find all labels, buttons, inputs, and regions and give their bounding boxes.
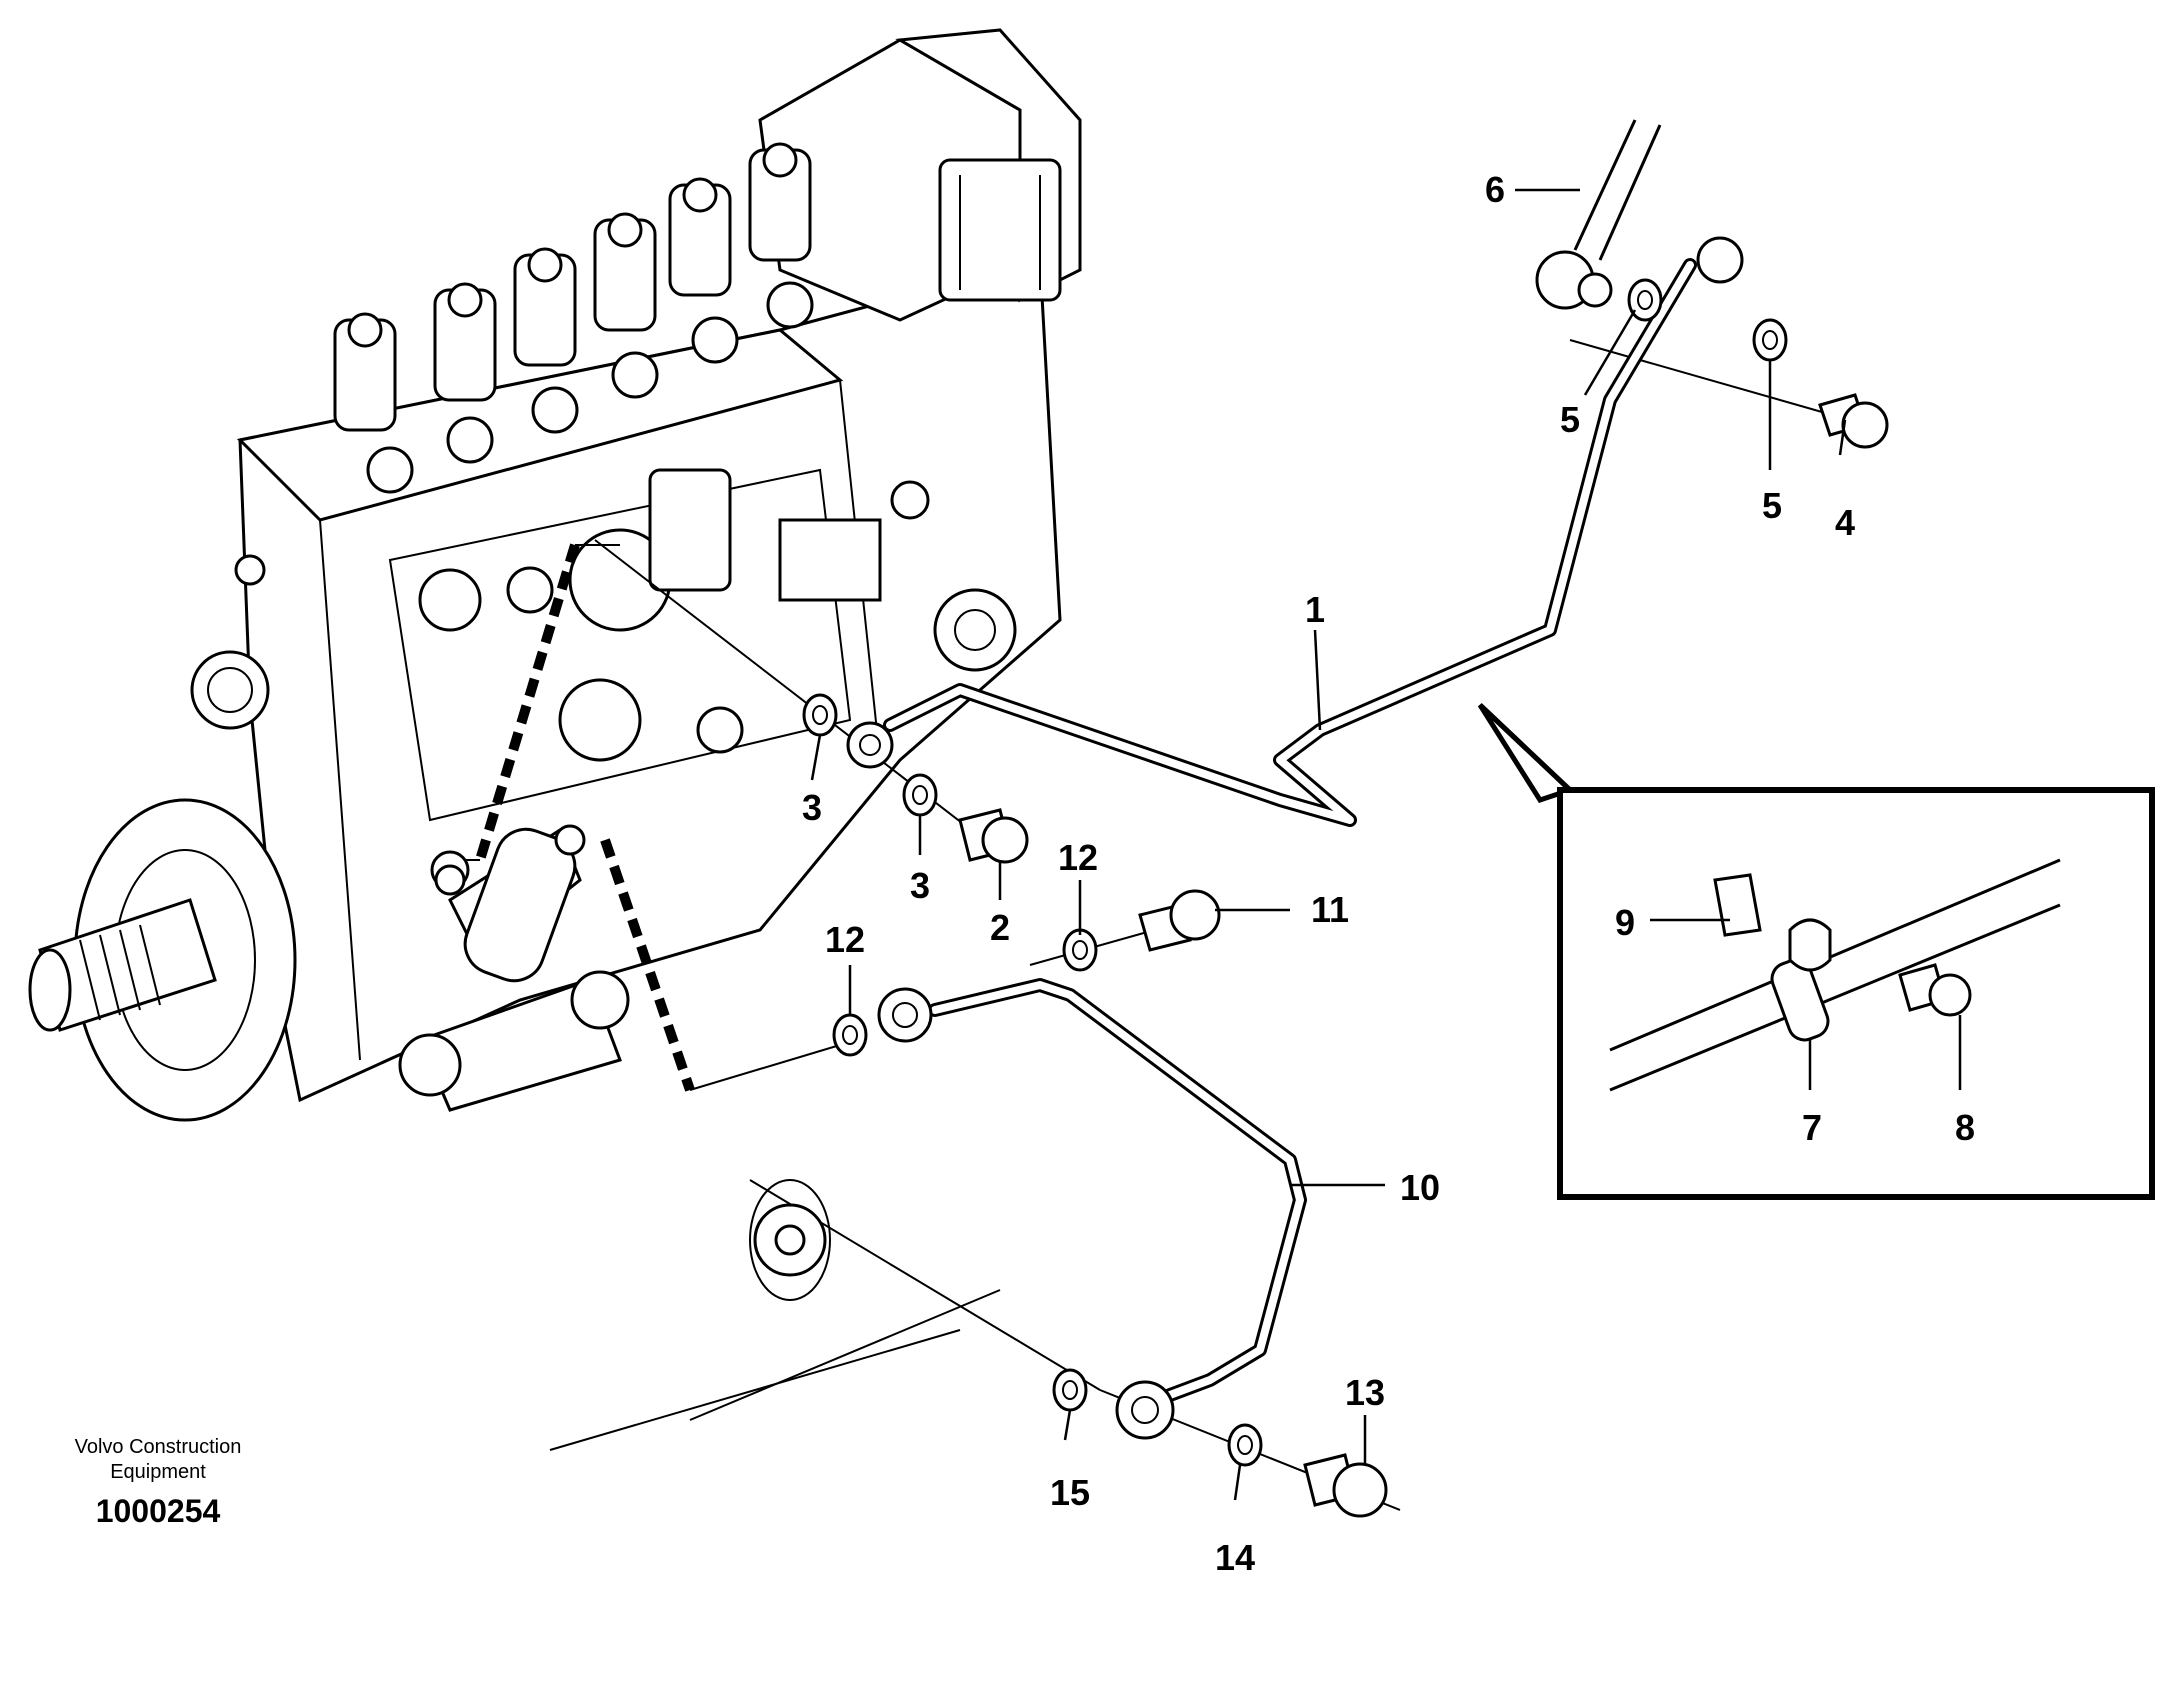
fuel-pipe-6 xyxy=(1535,119,1662,310)
routing-dash-lower xyxy=(600,838,695,1092)
brand-line-1: Volvo Construction xyxy=(75,1436,242,1458)
footer: Volvo Construction Equipment 1000254 xyxy=(75,1436,242,1529)
callout-3-upper: 3 xyxy=(802,787,822,828)
callout-14: 14 xyxy=(1215,1537,1255,1578)
callout-8: 8 xyxy=(1955,1107,1975,1148)
fuel-pipe-10 xyxy=(877,978,1307,1440)
callout-5-left: 5 xyxy=(1560,399,1580,440)
callout-10: 10 xyxy=(1400,1167,1440,1208)
callout-6: 6 xyxy=(1485,169,1505,210)
brand-line-2: Equipment xyxy=(110,1461,206,1483)
callout-11: 11 xyxy=(1311,889,1349,930)
delivery-valve-row-lower xyxy=(366,281,814,494)
document-number: 1000254 xyxy=(96,1493,221,1529)
callout-1: 1 xyxy=(1305,589,1325,630)
callout-5-right: 5 xyxy=(1762,485,1782,526)
callout-labels: 1 2 3 3 4 5 5 6 7 8 9 10 11 12 12 13 14 … xyxy=(802,169,1975,1578)
callout-12-upper: 12 xyxy=(1058,837,1098,878)
delivery-valve-row-upper xyxy=(333,142,812,432)
callout-15: 15 xyxy=(1050,1472,1090,1513)
clamp-detail-inset xyxy=(1477,703,2155,1200)
callout-13: 13 xyxy=(1345,1372,1385,1413)
explode-line-pipe1 xyxy=(594,539,1011,861)
callout-4: 4 xyxy=(1835,502,1855,543)
callout-2: 2 xyxy=(990,907,1010,948)
callout-9: 9 xyxy=(1615,902,1635,943)
washers xyxy=(802,278,1788,1467)
injection-pump-assembly xyxy=(28,28,1082,1122)
leader-lines xyxy=(810,188,1962,1501)
callout-7: 7 xyxy=(1802,1107,1822,1148)
callout-12-lower: 12 xyxy=(825,919,865,960)
banjo-bolts xyxy=(958,393,1889,1518)
callout-3-lower: 3 xyxy=(910,865,930,906)
fuel-pipe-1 xyxy=(846,236,1744,827)
